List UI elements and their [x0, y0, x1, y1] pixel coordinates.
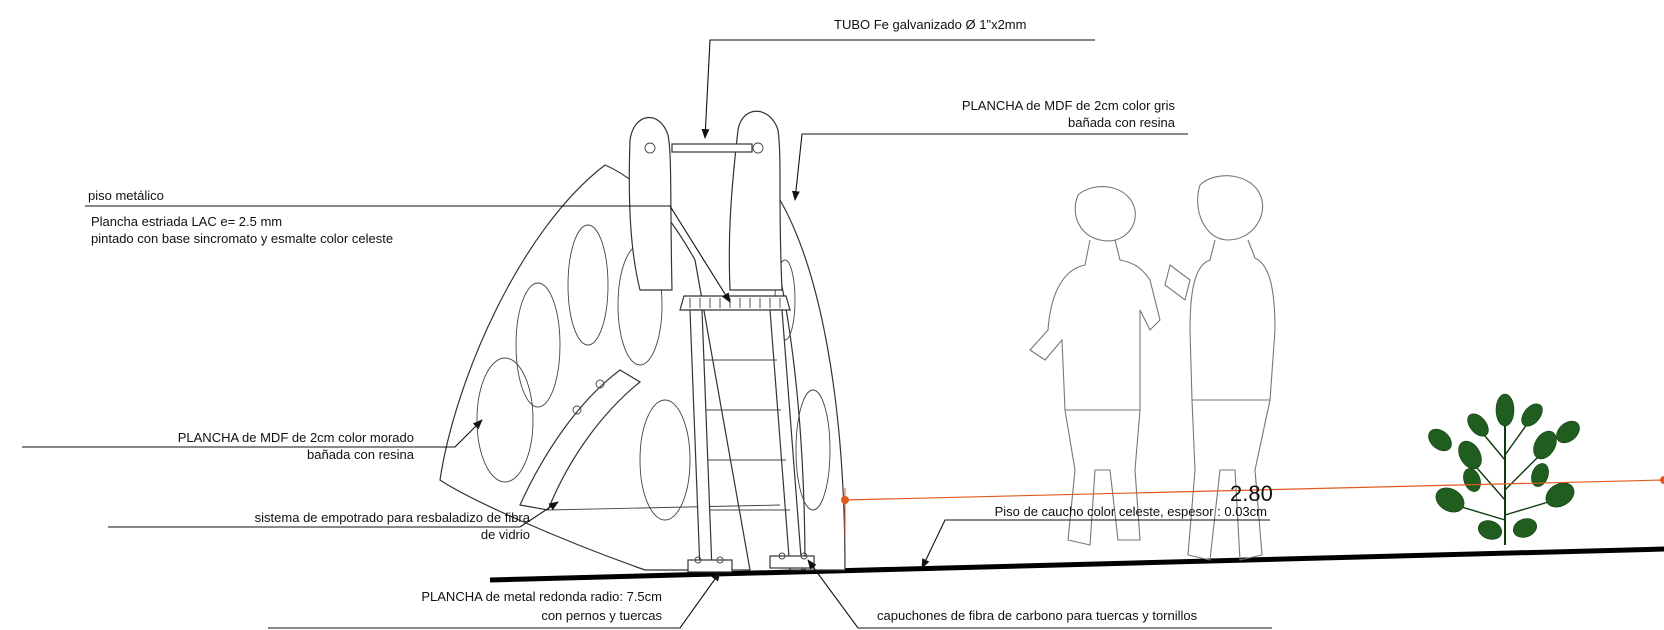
label-plancha-estriada-1: Plancha estriada LAC e= 2.5 mm: [91, 214, 282, 229]
label-piso-metalico: piso metálico: [88, 188, 164, 203]
carbon-cap: [800, 552, 808, 560]
metal-base-plate: [687, 559, 733, 573]
bolt: [572, 405, 582, 415]
panel-hole: [515, 282, 561, 408]
label-plancha-metal-2: con pernos y tuercas: [541, 608, 662, 623]
leader-capuchones: [807, 559, 1272, 629]
child-figure-left: [1029, 186, 1161, 546]
plant: [1428, 393, 1580, 545]
label-plancha-gris-1: PLANCHA de MDF de 2cm color gris: [962, 98, 1176, 113]
label-piso-caucho: Piso de caucho color celeste, espesor : …: [995, 504, 1267, 519]
leader-piso-caucho: [921, 519, 1270, 569]
dimension-2-80: 2.80: [841, 476, 1664, 535]
child-figure-right: [1164, 175, 1276, 561]
leader-piso-metalico: [85, 205, 731, 303]
label-empotrado-2: de vidrio: [481, 527, 530, 542]
metal-base-plate: [769, 555, 815, 569]
panel-hole: [639, 399, 691, 521]
panel-hole: [795, 389, 831, 511]
play-structure: [439, 110, 846, 573]
label-plancha-morado-1: PLANCHA de MDF de 2cm color morado: [178, 430, 414, 445]
carbon-cap: [716, 556, 724, 564]
ladder-right-rail: [769, 309, 803, 571]
label-plancha-estriada-2: pintado con base sincromato y esmalte co…: [91, 231, 393, 246]
carbon-cap: [778, 552, 786, 560]
leader-tubo: [701, 39, 1095, 139]
bolt: [644, 142, 656, 154]
leader-plancha-metal: [268, 571, 721, 629]
floor-grid: [689, 298, 781, 308]
label-plancha-gris-2: bañada con resina: [1068, 115, 1176, 130]
ground-line: [489, 546, 1664, 583]
label-plancha-metal-1: PLANCHA de metal redonda radio: 7.5cm: [421, 589, 662, 604]
leader-plancha-morado: [22, 419, 483, 448]
leader-empotrado: [108, 501, 559, 528]
dimension-value: 2.80: [1230, 481, 1273, 506]
leader-plancha-gris: [792, 133, 1188, 201]
label-empotrado-1: sistema de empotrado para resbaladizo de…: [255, 510, 531, 525]
slide-base-line: [547, 504, 781, 511]
bolt: [595, 379, 605, 389]
carbon-cap: [694, 556, 702, 564]
metal-floor: [679, 295, 791, 311]
ear-panel-right: [728, 110, 783, 291]
galvanized-tube: [671, 143, 753, 153]
ear-panel-left: [628, 116, 673, 291]
bolt: [752, 142, 764, 154]
label-capuchones: capuchones de fibra de carbono para tuer…: [877, 608, 1198, 623]
fiberglass-slide: [519, 369, 642, 511]
label-tubo: TUBO Fe galvanizado Ø 1"x2mm: [834, 17, 1026, 32]
label-plancha-morado-2: bañada con resina: [307, 447, 415, 462]
panel-hole: [567, 224, 609, 346]
